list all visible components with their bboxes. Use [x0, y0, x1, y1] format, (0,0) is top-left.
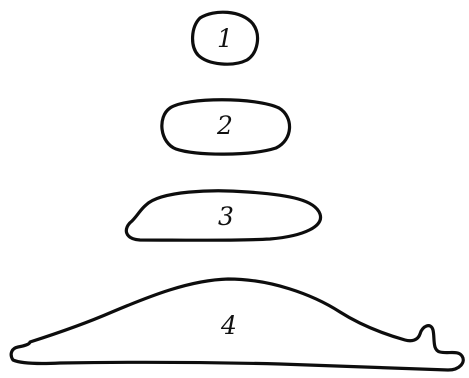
shape-4-outline [11, 279, 463, 370]
shape-2-label: 2 [216, 111, 233, 140]
shape-3-label: 3 [218, 202, 234, 231]
shape-1: 1 [193, 12, 258, 64]
shape-3: 3 [126, 191, 320, 240]
shape-4: 4 [11, 279, 463, 370]
shape-2: 2 [162, 100, 290, 154]
shape-1-label: 1 [217, 24, 233, 53]
shape-4-label: 4 [220, 311, 237, 340]
